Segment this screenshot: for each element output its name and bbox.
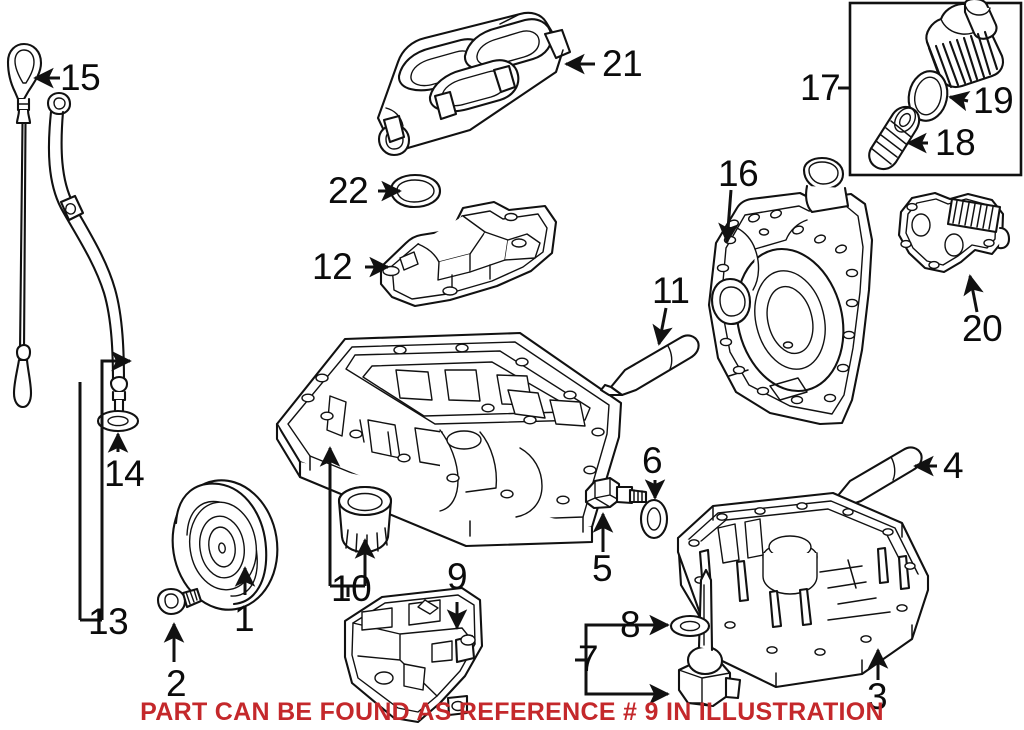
leader-19 xyxy=(948,91,971,112)
callout-1[interactable]: 1 xyxy=(234,598,255,639)
callout-18[interactable]: 18 xyxy=(935,122,976,163)
callout-7[interactable]: 7 xyxy=(578,638,599,679)
callout-17[interactable]: 17 xyxy=(800,67,841,108)
callout-13[interactable]: 13 xyxy=(88,601,129,642)
callout-20[interactable]: 20 xyxy=(962,308,1003,349)
callout-12[interactable]: 12 xyxy=(312,246,353,287)
part-oil-drain-plug xyxy=(584,476,648,510)
part-oil-level-dipstick xyxy=(6,42,43,409)
callout-8[interactable]: 8 xyxy=(620,604,641,645)
part-upper-oil-pan xyxy=(275,331,623,548)
part-oil-filter-cap xyxy=(925,0,1005,91)
callout-5[interactable]: 5 xyxy=(592,548,613,589)
callout-9[interactable]: 9 xyxy=(447,556,468,597)
part-valve-cover-oil-separator xyxy=(376,11,572,157)
callout-15[interactable]: 15 xyxy=(60,57,101,98)
leader-13 xyxy=(78,350,132,622)
reference-notice-text: PART CAN BE FOUND AS REFERENCE # 9 IN IL… xyxy=(140,698,884,726)
part-rear-main-seal-housing xyxy=(707,156,874,426)
callout-14[interactable]: 14 xyxy=(104,453,145,494)
leader-11 xyxy=(652,307,673,346)
part-oil-level-sensor-o-ring xyxy=(669,614,711,638)
callout-3[interactable]: 3 xyxy=(867,676,888,717)
callout-21[interactable]: 21 xyxy=(602,43,643,84)
part-oil-separator-gasket xyxy=(389,173,442,209)
part-oil-filter-cap-o-ring xyxy=(907,70,949,122)
leader-20 xyxy=(963,274,984,313)
callout-10[interactable]: 10 xyxy=(331,568,372,609)
part-oil-filter-housing-bracket xyxy=(897,191,1011,274)
leader-16 xyxy=(718,189,739,244)
part-guide-tube-o-ring xyxy=(96,409,140,433)
part-sealant-tube-upper xyxy=(599,334,700,397)
callout-22[interactable]: 22 xyxy=(328,170,369,211)
callout-16[interactable]: 16 xyxy=(718,153,759,194)
part-oil-pan-sensor-boss xyxy=(337,485,393,554)
part-drain-plug-sealing-washer xyxy=(639,498,669,540)
callout-11[interactable]: 11 xyxy=(652,270,690,311)
callout-19[interactable]: 19 xyxy=(973,80,1014,121)
callout-2[interactable]: 2 xyxy=(166,663,187,704)
callout-4[interactable]: 4 xyxy=(943,445,964,486)
leader-10 xyxy=(319,446,376,597)
leader-7 xyxy=(575,623,670,705)
part-oil-filter-cartridge xyxy=(868,105,921,171)
part-crankshaft-pulley-bolt xyxy=(156,587,203,616)
part-lower-oil-pan xyxy=(676,491,930,689)
callout-6[interactable]: 6 xyxy=(642,440,663,481)
